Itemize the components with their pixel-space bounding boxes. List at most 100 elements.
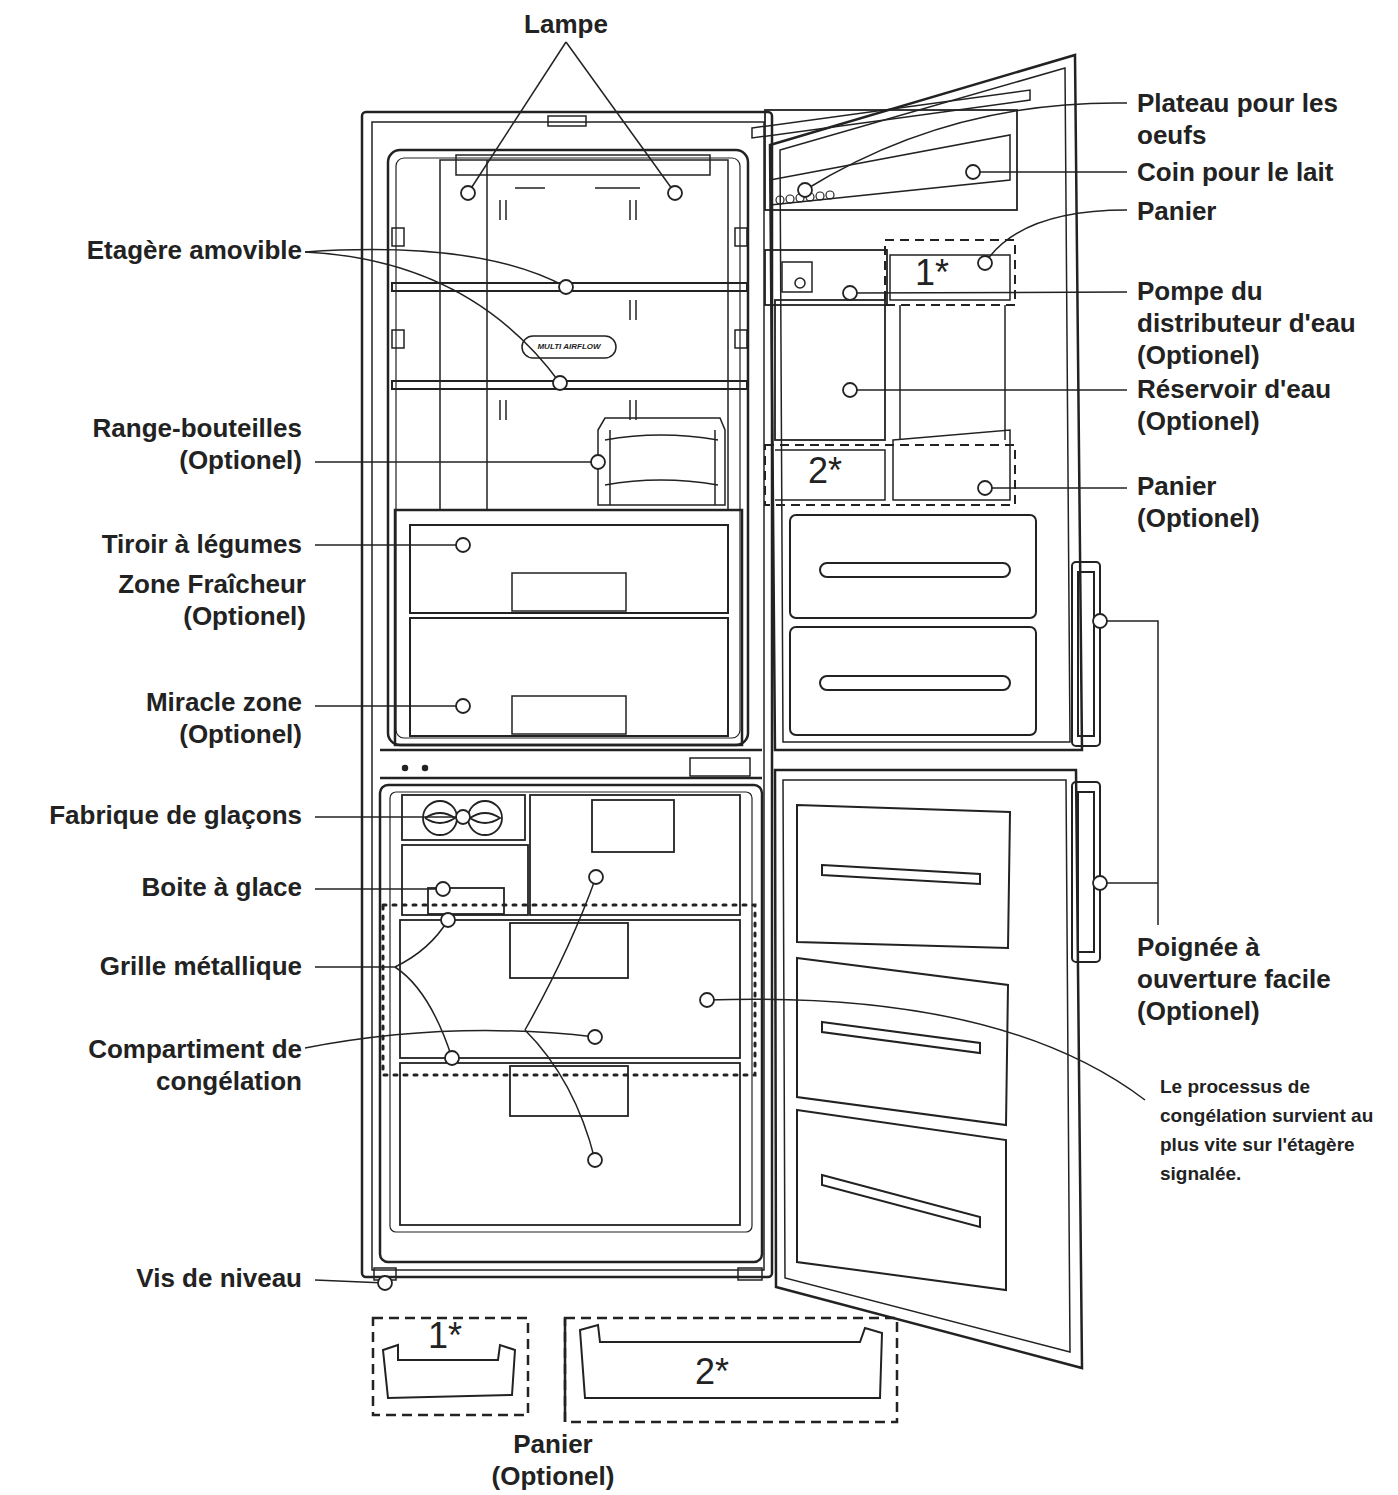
freezer-interior: [383, 795, 755, 1225]
callout-dots-part: [378, 1276, 392, 1290]
callout-dots-part: [843, 286, 857, 300]
leader-lines-part: [850, 292, 1127, 293]
fridge-door-part: [795, 278, 805, 288]
callout-number: 2*: [695, 1352, 755, 1392]
callout-dots-part: [553, 376, 567, 390]
fridge-interior-part: [456, 155, 710, 175]
fridge-door-part: [765, 250, 887, 305]
fridge-interior-part: [515, 187, 545, 189]
freezer-door-part: [797, 805, 1010, 948]
callout-number: 2*: [808, 451, 868, 491]
leader-lines-part: [525, 1030, 595, 1160]
callout-dots-part: [798, 183, 812, 197]
fridge-door-part: [893, 430, 1010, 500]
fridge-interior: [392, 155, 747, 745]
fridge-body-part: [423, 766, 427, 770]
fridge-body-part: [362, 112, 772, 1277]
freezer-interior-part: [423, 801, 457, 835]
callout-dots-part: [436, 882, 450, 896]
freezer-door: [775, 770, 1082, 1368]
part-label: Tiroir à légumes: [2, 528, 302, 560]
freezer-door-part: [822, 1175, 980, 1227]
leader-lines-part: [525, 877, 596, 1030]
fridge-interior-part: [512, 696, 626, 734]
optional-baskets-part: [580, 1325, 882, 1398]
optional-baskets-part: [565, 1318, 897, 1422]
fridge-interior-part: [440, 160, 728, 510]
fridge-interior-part: [605, 480, 718, 485]
fridge-door-part-part: [776, 196, 784, 204]
freezer-door-part: [822, 1022, 980, 1053]
fridge-interior-part: [635, 300, 637, 320]
callout-dots-part: [591, 455, 605, 469]
fridge-interior-part: [629, 300, 631, 320]
fridge-interior-part: [635, 400, 637, 420]
fridge-interior-part: [512, 573, 626, 611]
fridge-interior-part: [735, 330, 747, 348]
fridge-body-part: [690, 758, 750, 776]
part-label: Fabrique de glaçons: [2, 799, 302, 831]
freezer-interior-part: [470, 813, 500, 823]
leader-lines-part: [315, 461, 598, 463]
fridge-interior-part: [714, 430, 716, 505]
freezer-interior-part: [530, 795, 740, 915]
fridge-body-part: [396, 158, 740, 738]
part-label: Pompe du distributeur d'eau (Optionel): [1137, 275, 1396, 371]
leader-lines-part: [985, 487, 1127, 489]
fridge-door-part: [820, 676, 1010, 690]
part-label: Compartiment de congélation: [78, 1033, 302, 1097]
freezer-door-part: [797, 958, 1008, 1125]
callout-dots-part: [559, 280, 573, 294]
part-label: Poignée à ouverture facile (Optionel): [1137, 931, 1377, 1027]
callout-dots-part: [589, 870, 603, 884]
leader-lines-part: [566, 42, 675, 193]
callout-dots-part: [588, 1030, 602, 1044]
callout-dots-part: [978, 256, 992, 270]
freezer-interior-part: [592, 800, 674, 852]
fridge-interior-part: [505, 200, 507, 220]
leader-lines-part: [1100, 621, 1158, 925]
fridge-interior-part: [392, 381, 747, 389]
part-label: Panier: [1137, 195, 1337, 227]
fridge-interior-part: [598, 418, 725, 505]
fridge-interior-part: [629, 200, 631, 220]
freezer-interior-part: [383, 905, 755, 1075]
leader-lines-part: [707, 999, 1145, 1100]
callout-dots-part: [441, 913, 455, 927]
fridge-door-part-part: [826, 191, 834, 199]
callout-dots-part: [445, 1051, 459, 1065]
optional-baskets-part: [564, 1318, 567, 1422]
fridge-door-part: [790, 627, 1036, 735]
part-label: Panier (Optionel): [478, 1428, 628, 1492]
freezer-interior-part: [425, 813, 455, 823]
fridge-interior-part: [410, 525, 728, 613]
part-label: Miracle zone (Optionel): [112, 686, 302, 750]
handles-part: [1072, 562, 1100, 746]
freezer-interior-part: [468, 801, 502, 835]
part-label: Coin pour le lait: [1137, 156, 1397, 188]
callout-dots: [378, 165, 1107, 1290]
fridge-interior-part: [605, 435, 718, 440]
note-text: Le processus de congélation survient au …: [1160, 1072, 1398, 1188]
fridge-door: [752, 55, 1082, 750]
fridge-door-part: [775, 450, 885, 500]
callout-dots-part: [456, 538, 470, 552]
fridge-body-part: [390, 792, 752, 1232]
fridge-door-part: [765, 445, 1015, 505]
fridge-interior-part: [609, 430, 611, 505]
fridge-body: [362, 112, 772, 1280]
freezer-door-part: [797, 1110, 1006, 1290]
fridge-door-part: [780, 68, 1070, 742]
part-label: Boite à glace: [2, 871, 302, 903]
fridge-door-part: [782, 262, 812, 292]
leader-lines-part: [315, 1280, 385, 1283]
leader-lines-part: [315, 888, 443, 890]
leader-lines-part: [395, 967, 452, 1058]
fridge-door-part: [820, 563, 1010, 577]
fridge-door-part-part: [786, 195, 794, 203]
callout-dots-part: [1093, 876, 1107, 890]
leader-lines-part: [305, 252, 560, 383]
fridge-interior-part: [392, 228, 404, 246]
part-label: Plateau pour les oeufs: [1137, 87, 1382, 151]
